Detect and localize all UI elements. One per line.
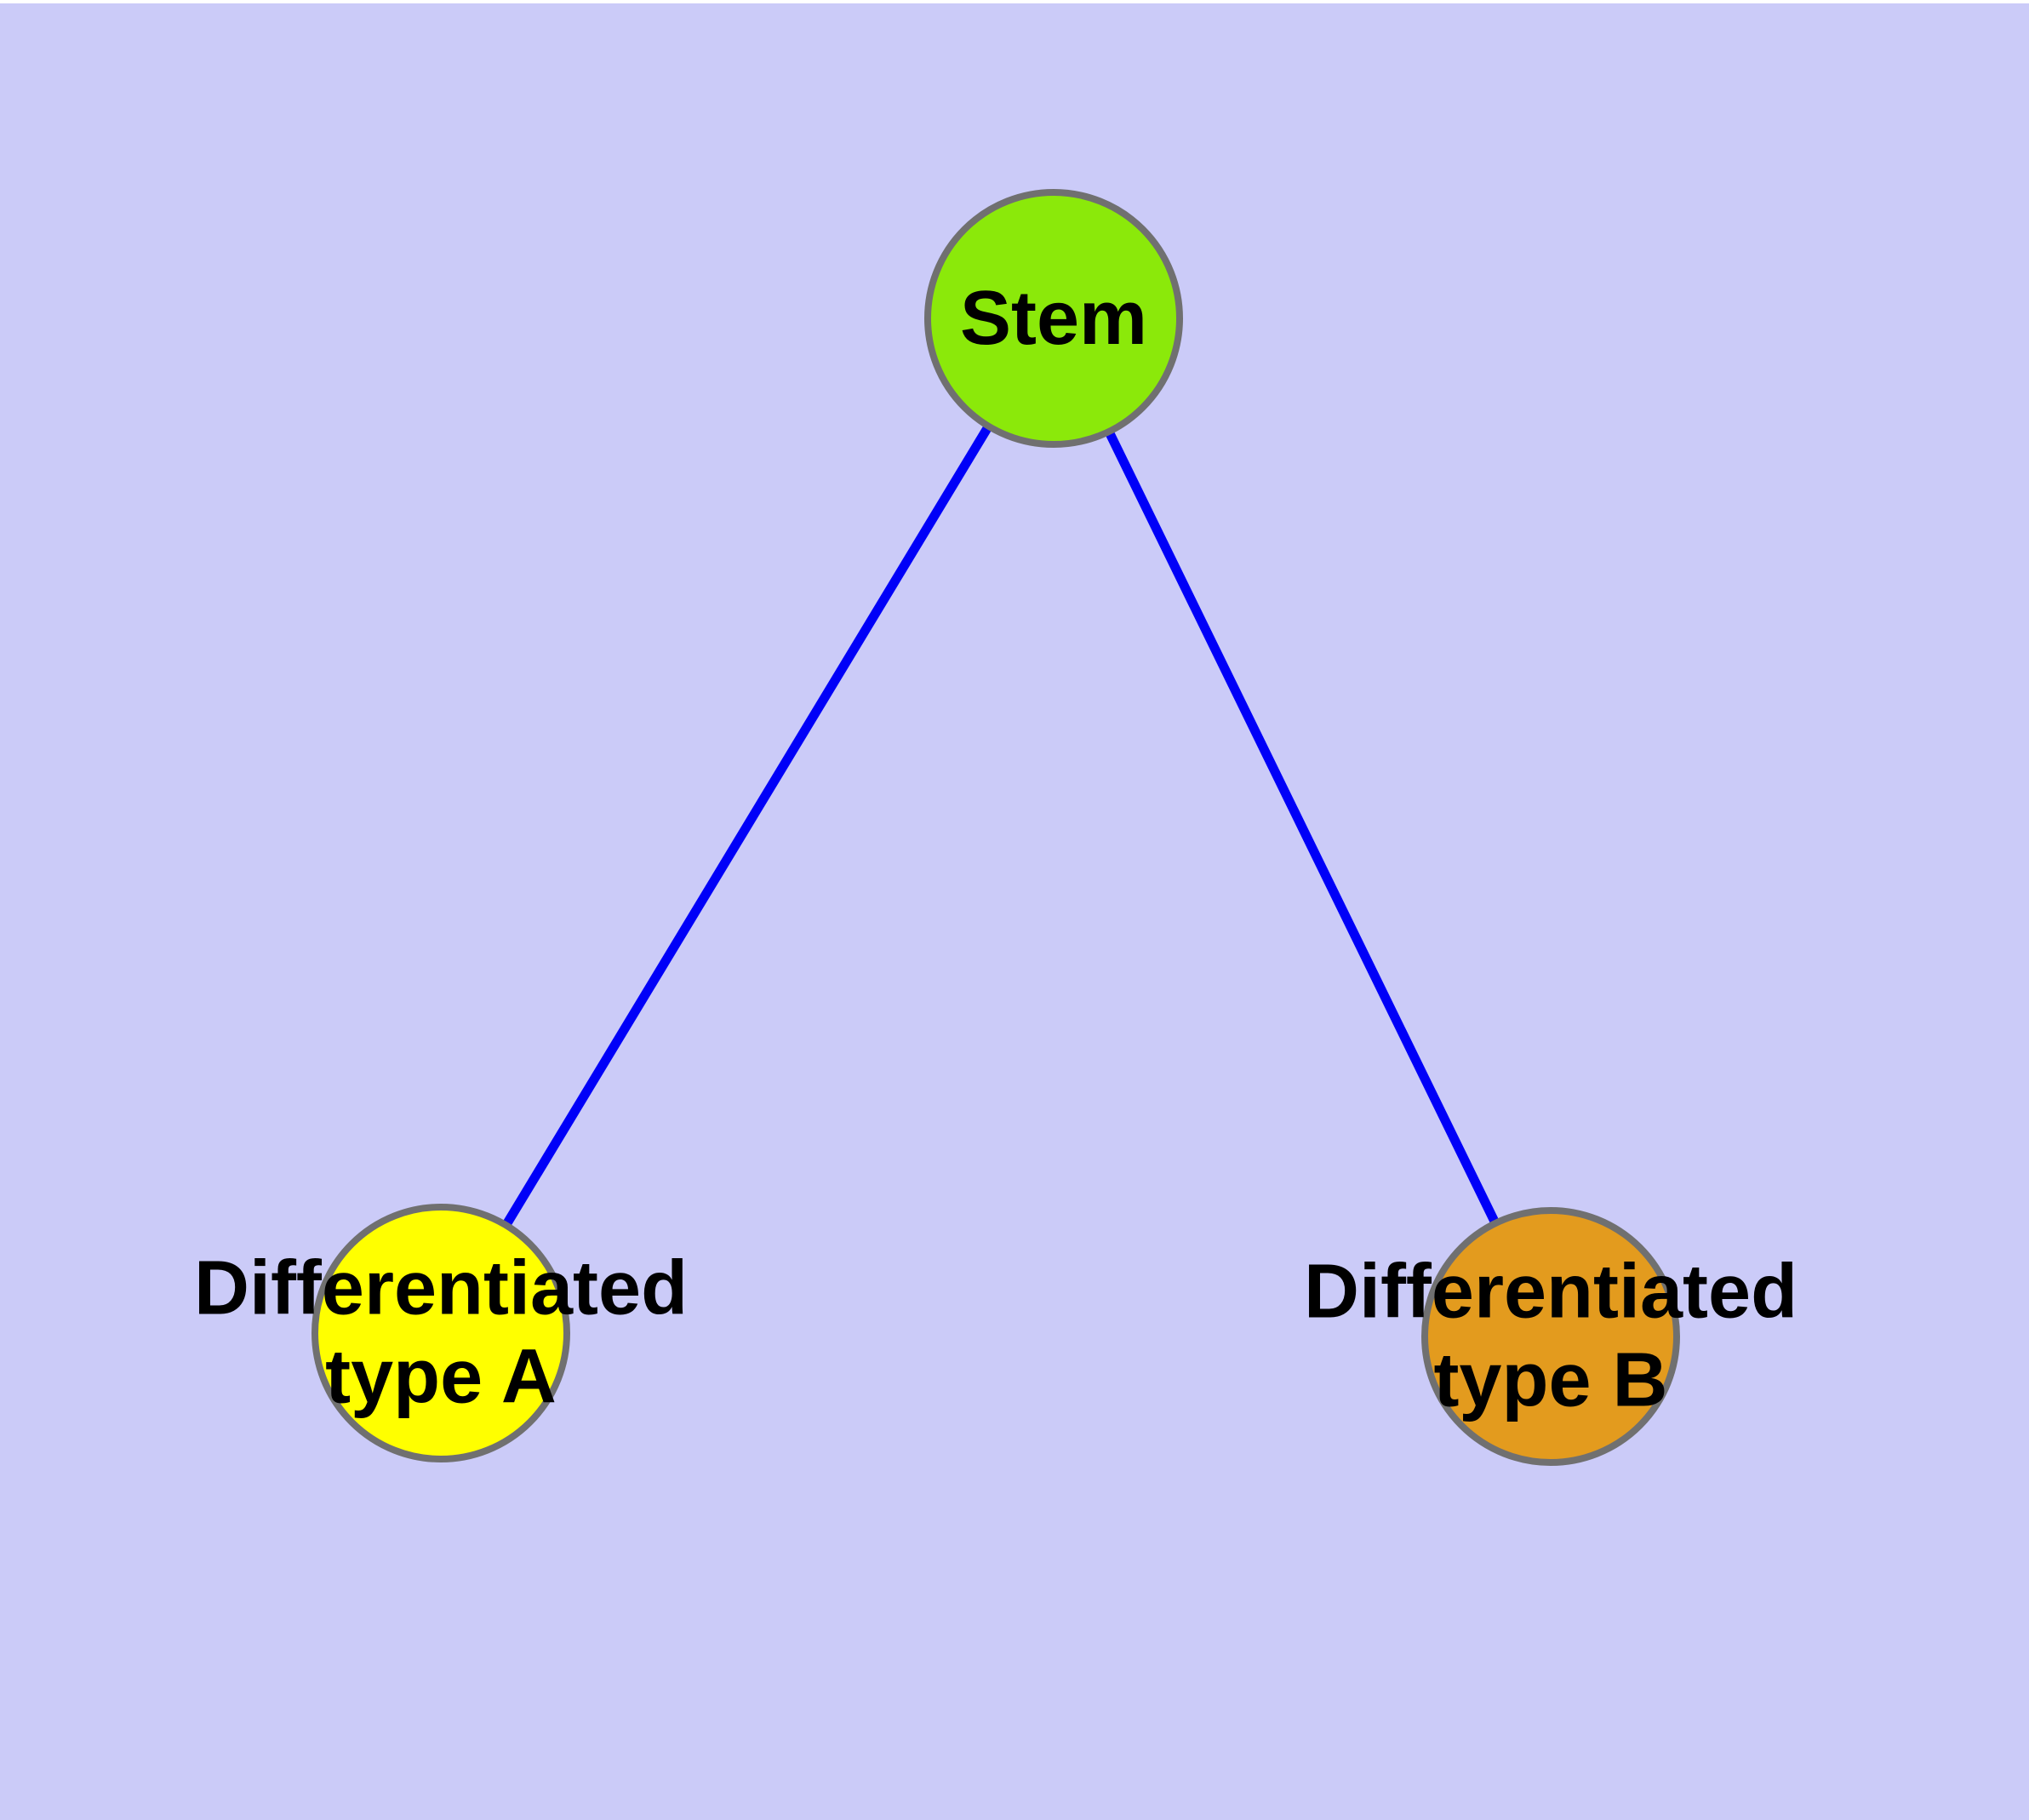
- node-stem[interactable]: [924, 189, 1183, 448]
- node-label-type-a-line-2: type A: [325, 1335, 557, 1420]
- edge-stem-to-differentiated-type-b[interactable]: [1049, 316, 1555, 1339]
- node-label-differentiated-type-a: Differentiated type A: [194, 1245, 688, 1422]
- top-strip: [0, 0, 2029, 3]
- node-label-stem: Stem: [960, 274, 1147, 363]
- node-label-stem-line: Stem: [959, 275, 1148, 361]
- node-label-differentiated-type-b: Differentiated type B: [1304, 1248, 1798, 1426]
- node-differentiated-type-b[interactable]: [1421, 1207, 1680, 1466]
- node-label-type-b-line-1: Differentiated: [1303, 1249, 1798, 1335]
- node-differentiated-type-a[interactable]: [311, 1204, 570, 1462]
- node-label-type-a-line-1: Differentiated: [193, 1245, 689, 1331]
- node-label-type-b-line-2: type B: [1433, 1338, 1668, 1423]
- edge-stem-to-differentiated-type-a[interactable]: [437, 316, 1058, 1336]
